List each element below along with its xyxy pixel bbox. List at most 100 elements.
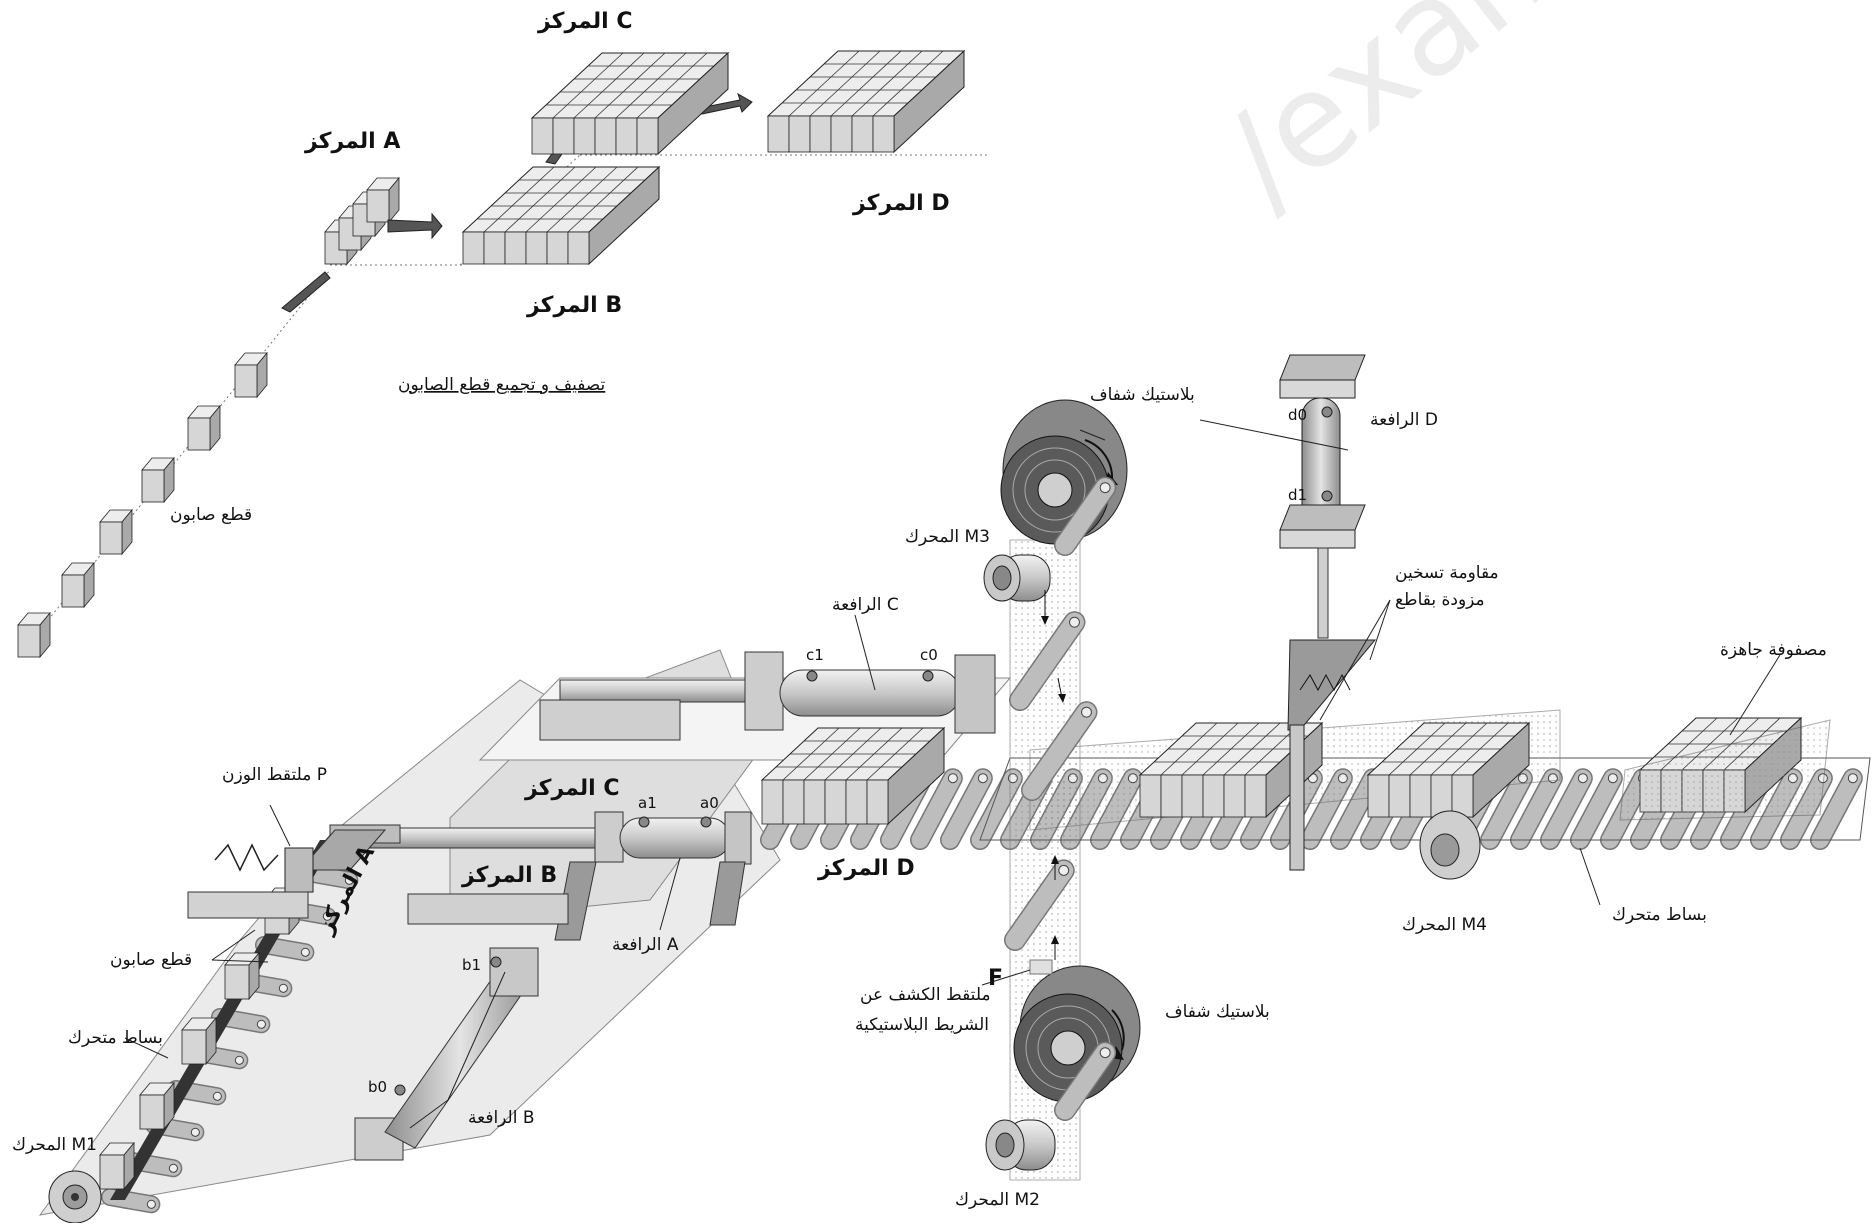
grid-line — [1202, 722, 1260, 776]
top-center-c-label: المركز C — [537, 9, 633, 34]
label-sensor-f-letter: F — [988, 966, 1003, 991]
roller-end — [234, 1055, 244, 1065]
roller-end — [1058, 864, 1070, 876]
cube-front — [181, 1029, 207, 1065]
center-b-block — [461, 165, 661, 266]
lever-b — [354, 893, 569, 1161]
grid-line — [1160, 722, 1218, 776]
roller-end — [146, 1199, 156, 1209]
label-c1: c1 — [806, 646, 824, 664]
roller-end — [1577, 773, 1588, 784]
soap-block-center-d — [760, 726, 946, 826]
label-d0: d0 — [1288, 406, 1307, 424]
soap-piece — [866, 779, 889, 825]
label-motor-m2: المحرك M2 — [955, 1190, 1040, 1210]
label-motor-m3: المحرك M3 — [905, 527, 990, 547]
grid-line — [594, 52, 666, 119]
soap-piece — [462, 231, 485, 265]
soap-piece — [504, 231, 527, 265]
arrow-icon — [281, 271, 331, 313]
label-motor-m1: المحرك M1 — [12, 1135, 97, 1155]
soap-piece — [1202, 774, 1225, 818]
label-weight-sensor: ملتقط الوزن P — [222, 765, 327, 785]
top-soap-pieces-label: قطع صابون — [170, 505, 252, 525]
motor-m1 — [48, 1170, 102, 1224]
label-lever-c: الرافعة C — [832, 595, 899, 615]
soap-piece — [830, 115, 853, 153]
motor-m3 — [983, 554, 1051, 602]
label-transparent-plastic-bottom: بلاستيك شفاف — [1165, 1002, 1270, 1022]
film-guide-rollers — [1004, 476, 1117, 1121]
grid-line — [504, 166, 576, 233]
label-center-c: المركز C — [524, 776, 620, 801]
grid-line — [1223, 722, 1281, 776]
label-lever-d: الرافعة D — [1370, 410, 1438, 430]
soap-piece — [594, 117, 617, 155]
soap-piece — [1160, 774, 1183, 818]
soap-piece — [767, 115, 790, 153]
roller-end — [1081, 706, 1092, 718]
roller-body — [971, 769, 1022, 849]
roller-body — [941, 769, 992, 849]
roller-end — [190, 1127, 200, 1137]
label-c0: c0 — [920, 646, 938, 664]
label-heater-line2: مزودة بقاطع — [1395, 590, 1485, 610]
grid-line — [546, 166, 618, 233]
motor-m4 — [1419, 810, 1481, 880]
roller-end — [1847, 773, 1858, 784]
soap-piece — [531, 117, 554, 155]
center-a-channel — [298, 829, 387, 871]
roller-end — [168, 1163, 178, 1173]
soap-piece — [824, 779, 847, 825]
soap-block-wrapped-1 — [1138, 721, 1324, 819]
cube-front — [366, 189, 390, 223]
center-c-block — [530, 51, 730, 156]
label-soap-pieces: قطع صابون — [110, 950, 192, 970]
soap-piece — [552, 117, 575, 155]
cube-front — [224, 964, 250, 1000]
label-d1: d1 — [1288, 486, 1307, 504]
grid-line — [615, 52, 687, 119]
label-conveyor-right: بساط متحرك — [1612, 905, 1707, 925]
plant: بلاستيك شفاف الرافعة D d0 d1 المحرك M3 م… — [12, 354, 1871, 1224]
top-diagram: المركز C المركز A المركز D المركز B تصفي… — [17, 9, 990, 659]
soap-piece — [1388, 774, 1411, 818]
grid-line — [830, 50, 902, 117]
soap-piece — [1223, 774, 1246, 818]
label-lever-b: الرافعة B — [468, 1108, 535, 1128]
grid-line — [525, 166, 597, 233]
soap-piece — [761, 779, 784, 825]
grid-line — [573, 52, 645, 119]
roller-body — [1055, 478, 1115, 555]
soap-piece — [782, 779, 805, 825]
roller-body — [1022, 702, 1096, 800]
roller-end — [322, 911, 332, 921]
ready-matrix-wrap — [1619, 719, 1831, 821]
label-motor-m4: المحرك M4 — [1402, 915, 1487, 935]
grid-line — [1181, 722, 1239, 776]
roller-body — [1481, 769, 1532, 849]
grid-line — [803, 727, 861, 781]
roller-end — [1069, 616, 1080, 628]
soap-piece — [872, 115, 895, 153]
roller-end — [977, 773, 988, 784]
soap-piece — [1181, 774, 1204, 818]
grid-line — [872, 50, 944, 117]
grid-line — [809, 50, 881, 117]
conveyor-frame — [979, 757, 1871, 841]
soap-piece — [483, 231, 506, 265]
label-conveyor-left: بساط متحرك — [68, 1028, 163, 1048]
soap-piece — [615, 117, 638, 155]
grid-line — [866, 727, 924, 781]
label-heater-line1: مقاومة تسخين — [1395, 563, 1499, 583]
roller-body — [1010, 612, 1084, 710]
grid-line — [1409, 722, 1467, 776]
roller-body — [1541, 769, 1592, 849]
arrow-icon — [699, 92, 753, 115]
label-b0: b0 — [368, 1078, 387, 1096]
soap-piece — [788, 115, 811, 153]
roller-end — [256, 1019, 266, 1029]
grid-line — [567, 166, 639, 233]
grid-line — [824, 727, 882, 781]
